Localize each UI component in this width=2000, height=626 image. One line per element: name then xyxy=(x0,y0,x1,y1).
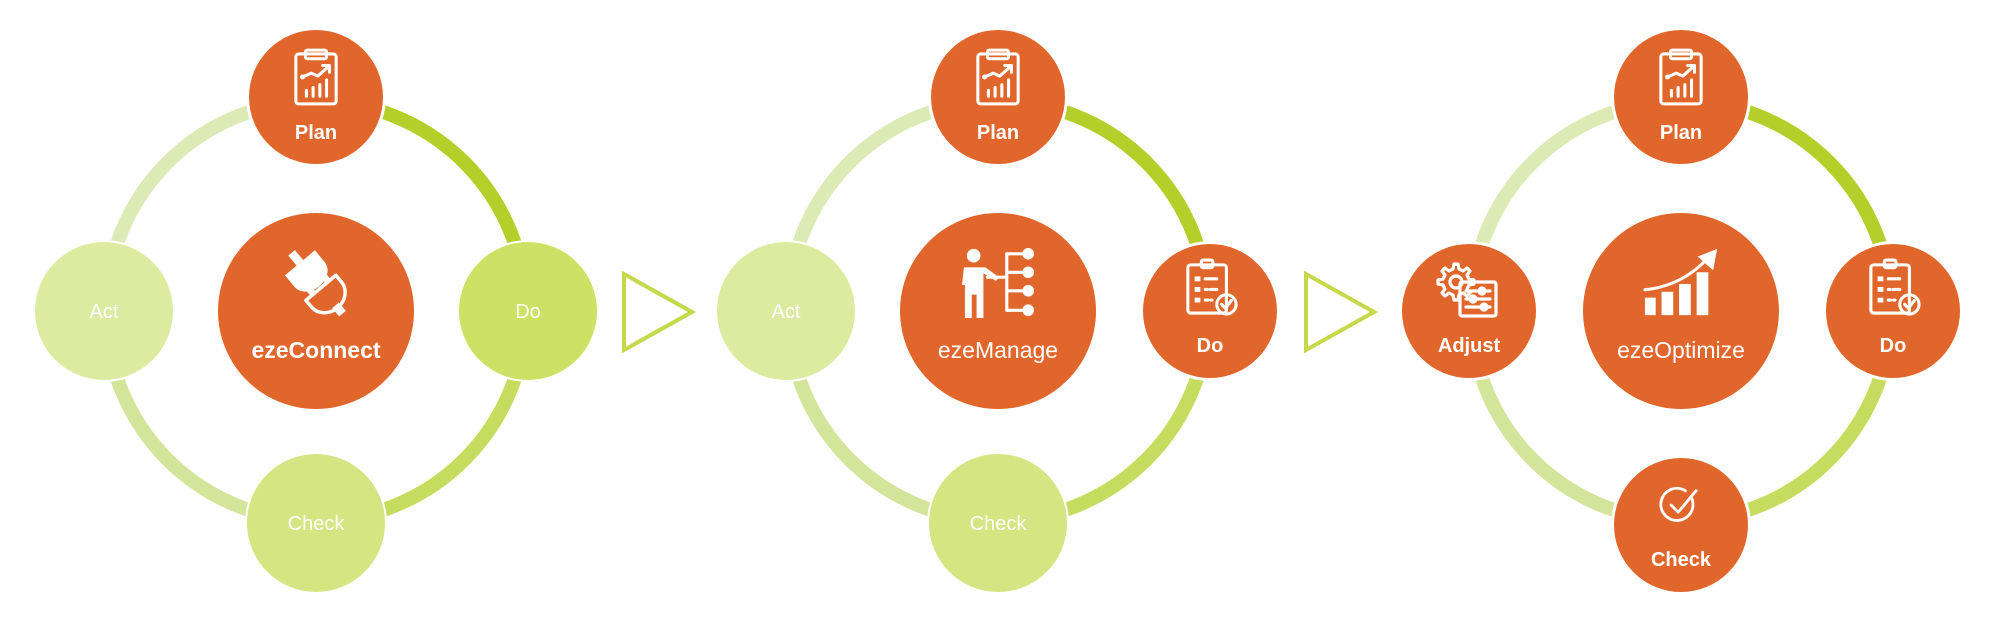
diagram-ezemanage: Plan Do Check Act ezeManage xyxy=(715,27,1280,594)
node-adjust[interactable]: Adjust xyxy=(1399,241,1539,381)
triangle-arrow-icon xyxy=(622,270,697,354)
node-check[interactable]: Check xyxy=(245,452,387,594)
diagram-ezeconnect: Plan Do Check Act ezeConnect xyxy=(33,27,599,594)
node-plan[interactable]: Plan xyxy=(928,27,1068,167)
node-label: Check xyxy=(1651,549,1712,571)
node-label: Check xyxy=(970,513,1028,535)
node-label: Plan xyxy=(1660,122,1702,144)
center-ezeoptimize[interactable]: ezeOptimize xyxy=(1583,213,1779,409)
triangle-arrow-icon xyxy=(1304,270,1379,354)
center-title: ezeConnect xyxy=(251,337,380,363)
node-label: Act xyxy=(772,301,801,323)
node-check[interactable]: Check xyxy=(1611,455,1751,595)
node-label: Plan xyxy=(295,122,337,144)
node-label: Check xyxy=(288,513,346,535)
center-title: ezeOptimize xyxy=(1617,337,1745,363)
node-act[interactable]: Act xyxy=(715,240,857,382)
node-act[interactable]: Act xyxy=(33,240,175,382)
node-label: Do xyxy=(1197,335,1224,357)
diagram-ezeoptimize: Plan Do Check Adjust ezeOptimize xyxy=(1399,27,1963,595)
node-check[interactable]: Check xyxy=(927,452,1069,594)
node-do[interactable]: Do xyxy=(1823,241,1963,381)
center-ezemanage[interactable]: ezeManage xyxy=(900,213,1096,409)
center-title: ezeManage xyxy=(938,337,1058,363)
node-label: Adjust xyxy=(1438,335,1501,357)
center-ezeconnect[interactable]: ezeConnect xyxy=(218,213,414,409)
node-label: Act xyxy=(90,301,119,323)
node-label: Plan xyxy=(977,122,1019,144)
node-plan[interactable]: Plan xyxy=(1611,27,1751,167)
node-label: Do xyxy=(1880,335,1907,357)
node-do[interactable]: Do xyxy=(457,240,599,382)
node-label: Do xyxy=(515,301,541,323)
node-plan[interactable]: Plan xyxy=(246,27,386,167)
node-do[interactable]: Do xyxy=(1140,241,1280,381)
